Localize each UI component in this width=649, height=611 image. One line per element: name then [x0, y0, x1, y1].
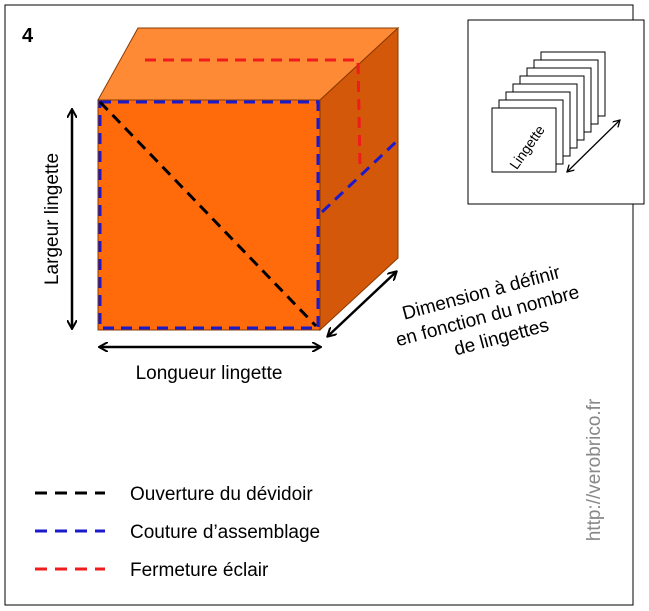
length-label: Longueur lingette — [136, 363, 283, 384]
stack-depth-arrow — [567, 120, 620, 172]
watermark: http://verobrico.fr — [584, 398, 605, 541]
svg-text:Couture d’assemblage: Couture d’assemblage — [130, 522, 320, 543]
sheet-stack — [491, 51, 606, 173]
depth-arrow — [328, 272, 396, 336]
seam-front — [98, 100, 320, 330]
legend-item-seam: Couture d’assemblage — [35, 522, 320, 543]
svg-text:Ouverture du dévidoir: Ouverture du dévidoir — [130, 484, 313, 505]
opening-line — [98, 100, 318, 328]
inset-panel: Lingette — [467, 19, 645, 205]
depth-label: Dimension à définir en fonction du nombr… — [394, 262, 582, 360]
outer-frame — [4, 4, 634, 606]
legend-item-zipper: Fermeture éclair — [35, 560, 269, 581]
cube — [97, 26, 400, 332]
legend: Ouverture du dévidoir Couture d’assembla… — [35, 484, 320, 581]
svg-text:Fermeture éclair: Fermeture éclair — [130, 560, 269, 581]
step-number: 4 — [22, 25, 34, 47]
sheet — [491, 107, 557, 173]
width-label: Largeur lingette — [42, 153, 63, 285]
cube-front-face — [97, 99, 321, 331]
legend-item-opening: Ouverture du dévidoir — [35, 484, 313, 505]
